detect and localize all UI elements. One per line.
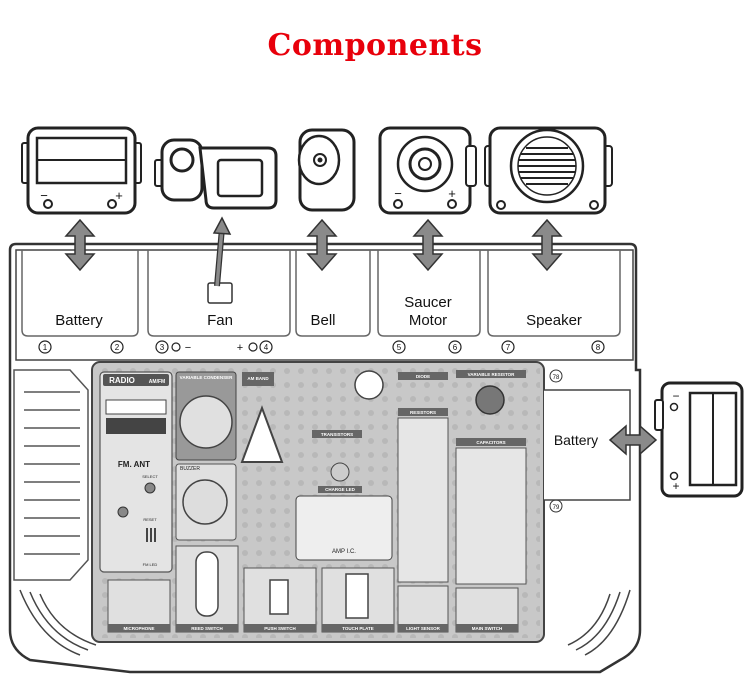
terminal-4: 4 <box>264 343 269 352</box>
plus-sign: + <box>448 186 456 201</box>
minus-sign: − <box>40 188 48 203</box>
am-band-label: AM BAND <box>247 376 269 381</box>
terminal-markers: 1 2 3 − + 4 5 6 7 8 <box>38 340 605 354</box>
terminal-3: 3 <box>160 343 165 352</box>
speaker-label: Speaker <box>526 312 582 329</box>
battery-label: Battery <box>55 312 103 329</box>
pin-79: 79 <box>553 505 560 511</box>
fan-arrow <box>212 216 232 287</box>
amp-ic-label: AMP I.C. <box>332 549 356 555</box>
terminal-5: 5 <box>397 343 402 352</box>
charge-led-label: CHARGE LED <box>325 487 356 492</box>
reset-label: RESET <box>143 517 157 522</box>
speaker-arrow <box>531 218 563 272</box>
touch-plate-label: TOUCH PLATE <box>342 626 374 631</box>
microphone-label: MICROPHONE <box>123 626 154 631</box>
transistors-label: TRANSISTORS <box>321 432 353 437</box>
side-battery-module: − + <box>654 381 744 498</box>
select-label: SELECT <box>142 474 158 479</box>
plus-sign: + <box>237 342 243 354</box>
bell-label: Bell <box>310 312 335 329</box>
arrows <box>64 218 658 456</box>
circuit-panel: RADIO AM/FM FM. ANT SELECT RESET FM LED … <box>99 369 563 633</box>
saucer-motor-arrow <box>412 218 444 272</box>
bell-arrow <box>306 218 338 272</box>
minus-sign: − <box>672 389 679 403</box>
reed-switch-label: REED SWITCH <box>191 626 223 631</box>
page-title: Components <box>267 28 483 63</box>
terminal-1: 1 <box>43 343 48 352</box>
side-battery-arrow <box>608 424 658 456</box>
battery-arrow <box>64 218 96 272</box>
light-sensor-label: LIGHT SENSOR <box>406 626 441 631</box>
motor-label: Motor <box>409 312 447 329</box>
variable-condenser-label: VARIABLE CONDENSER <box>180 375 233 380</box>
plus-sign: + <box>115 188 123 203</box>
terminal-6: 6 <box>453 343 458 352</box>
variable-resistor-label: VARIABLE RESISTOR <box>468 372 516 377</box>
minus-sign: − <box>394 186 402 201</box>
pin-78: 78 <box>553 375 560 381</box>
speaker-module <box>484 126 613 215</box>
saucer-label: Saucer <box>404 294 452 311</box>
main-switch-label: MAIN SWITCH <box>472 626 503 631</box>
fan-label: Fan <box>207 312 233 329</box>
minus-sign: − <box>185 342 191 354</box>
radio-label: RADIO <box>109 376 135 385</box>
resistors-label: RESISTORS <box>410 410 436 415</box>
fm-led-label: FM LED <box>143 562 158 567</box>
am-fm-label: AM/FM <box>149 379 165 385</box>
diode-label: DIODE <box>416 374 430 379</box>
terminal-8: 8 <box>596 343 601 352</box>
fm-ant-label: FM. ANT <box>118 460 150 469</box>
bell-module <box>297 128 356 212</box>
terminal-2: 2 <box>115 343 120 352</box>
fan-module <box>154 138 278 210</box>
plus-sign: + <box>672 479 679 493</box>
push-switch-label: PUSH SWITCH <box>264 626 296 631</box>
side-battery-label: Battery <box>554 432 598 448</box>
battery-module: − + <box>21 126 142 215</box>
terminal-7: 7 <box>506 343 511 352</box>
capacitors-label: CAPACITORS <box>476 440 505 445</box>
buzzer-label: BUZZER <box>180 466 200 472</box>
saucer-motor-module: − + <box>378 126 477 215</box>
